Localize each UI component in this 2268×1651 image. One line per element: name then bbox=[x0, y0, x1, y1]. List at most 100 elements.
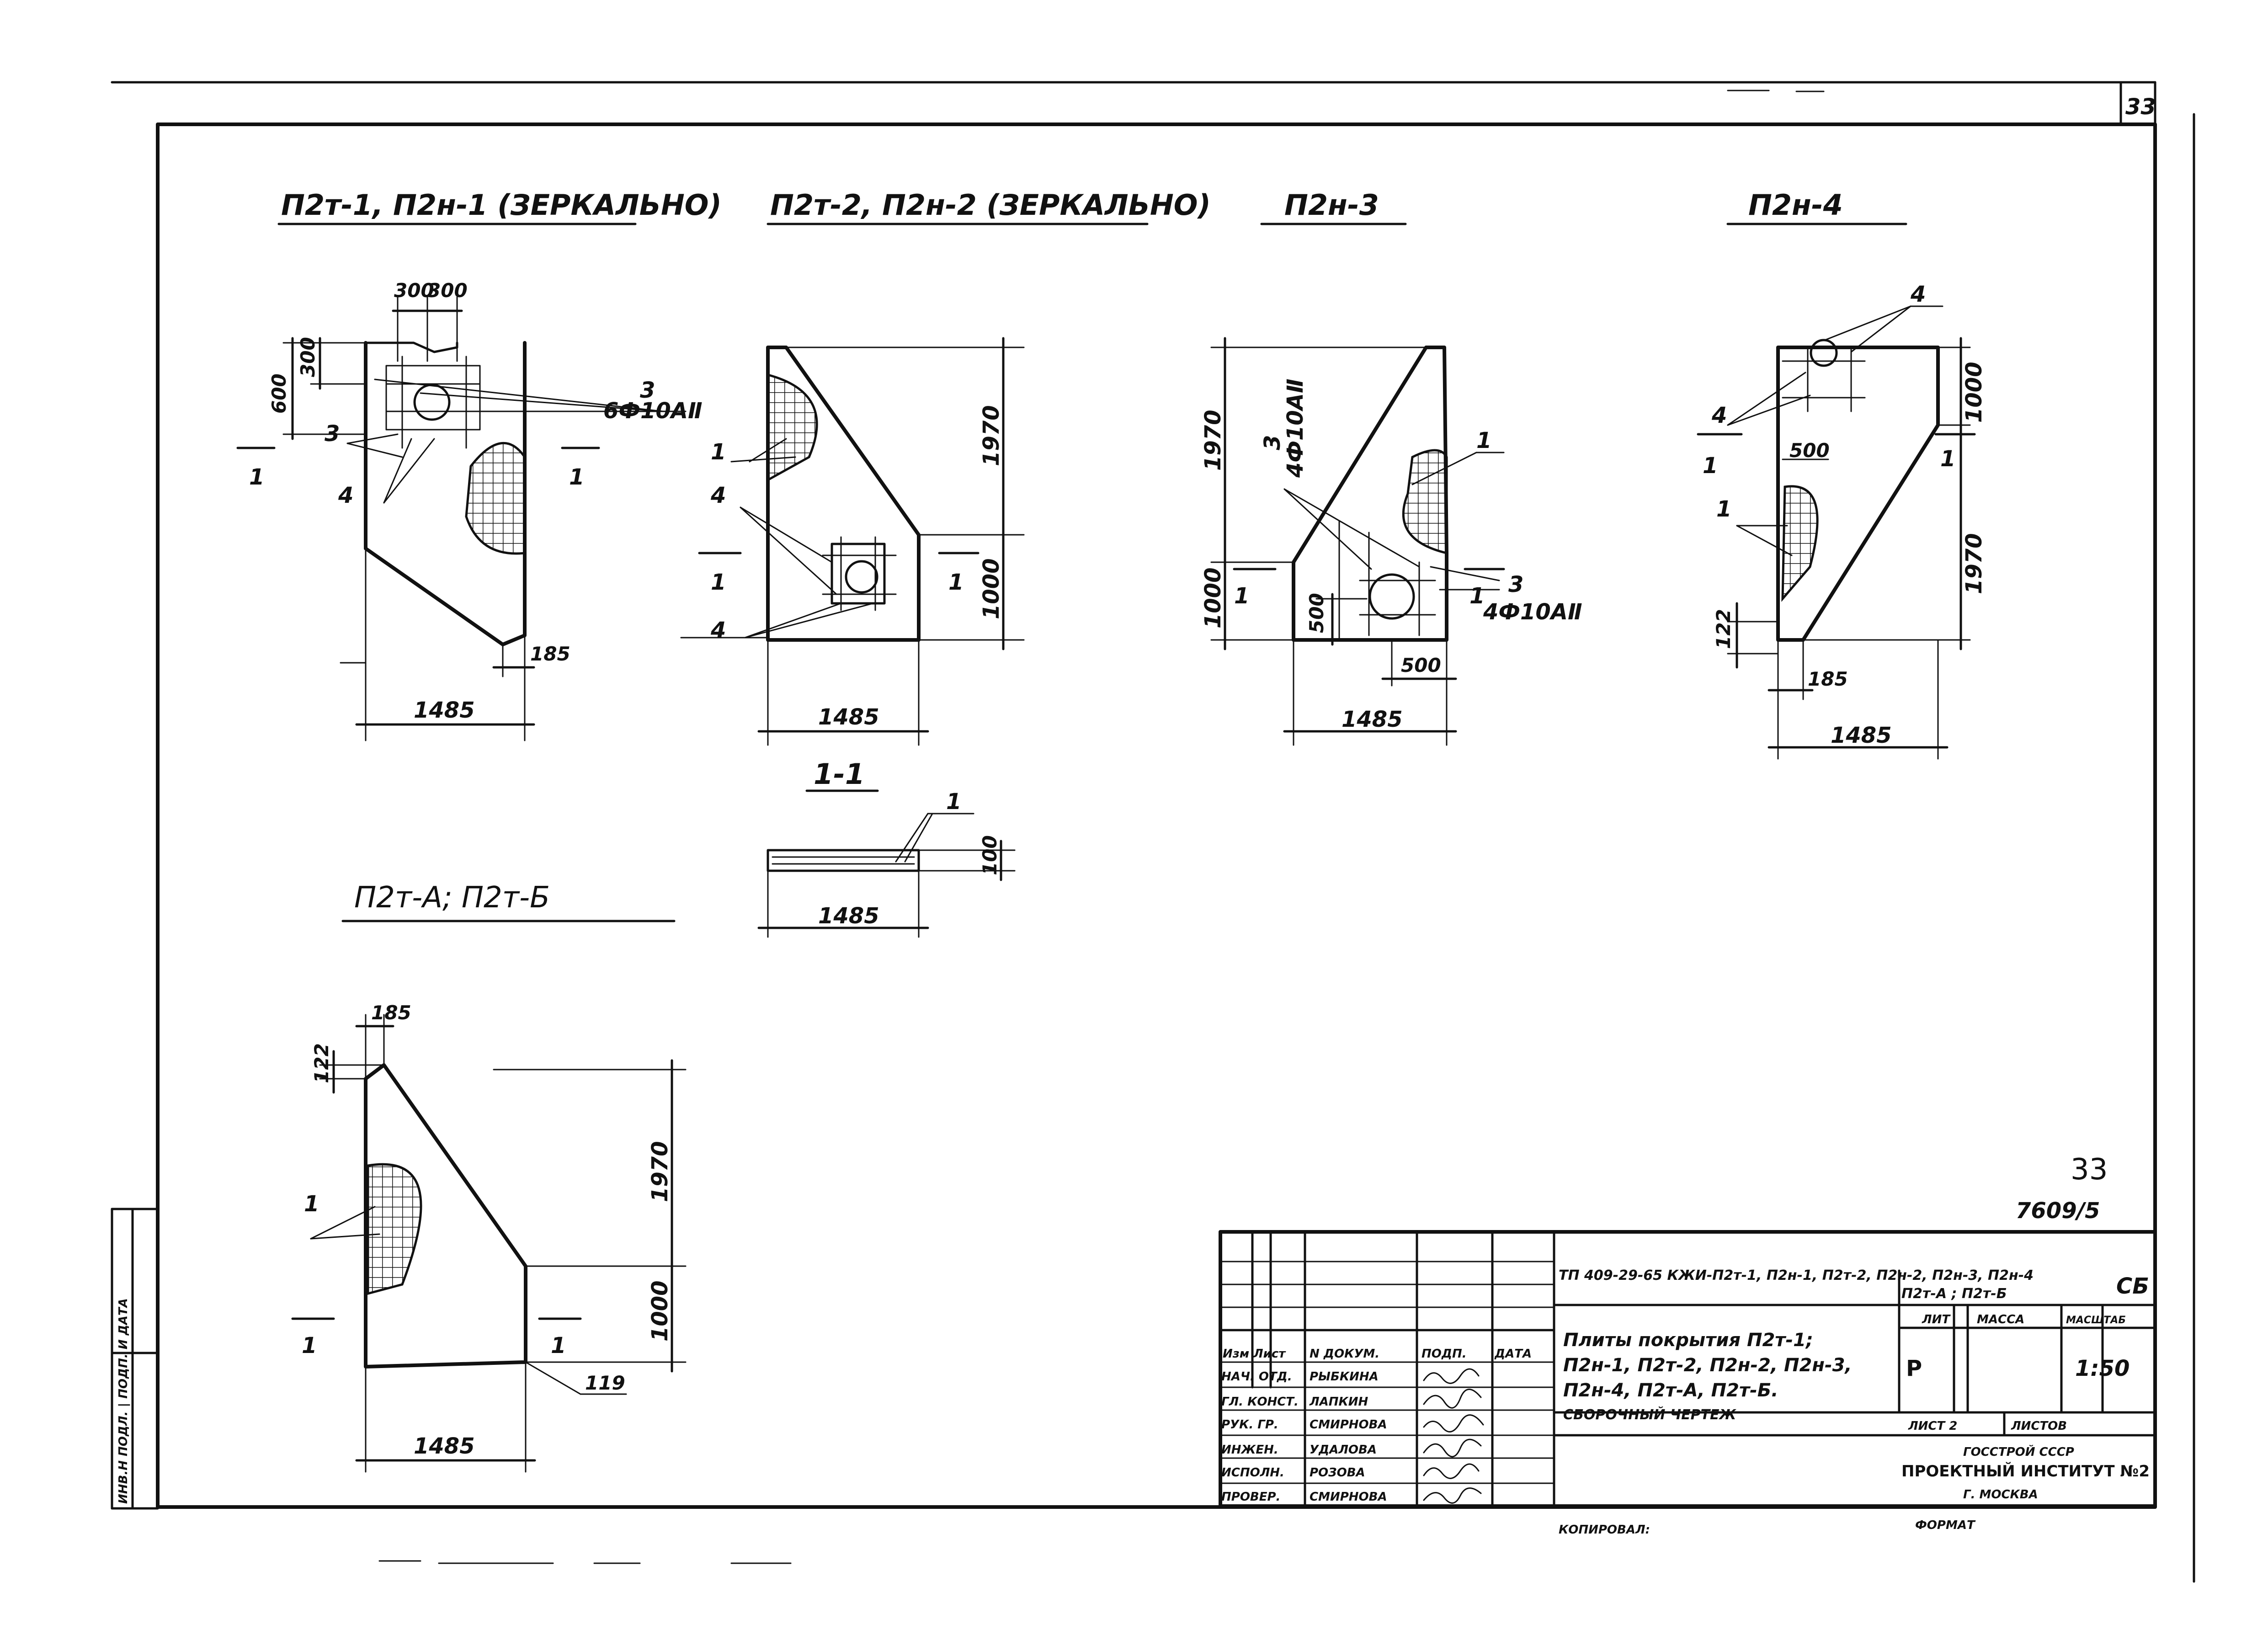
slab-p2t2-outline bbox=[680, 337, 1025, 746]
tb-hdr-list: Лист bbox=[1253, 1347, 1286, 1361]
v1-dim-1485: 1485 bbox=[414, 698, 475, 723]
v1-sec-right: 1 bbox=[569, 464, 584, 490]
tb-org-3: Г. МОСКВА bbox=[1963, 1488, 2038, 1502]
tb-code: ТП 409-29-65 КЖИ-П2т-1, П2н-1, П2т-2, П2… bbox=[1559, 1268, 2034, 1284]
slab-p2n4-outline bbox=[1697, 305, 1976, 760]
v3-dim-500a: 500 bbox=[1305, 593, 1328, 633]
tb-sheets-label: ЛИСТОВ bbox=[2011, 1419, 2067, 1433]
tb-role-1: НАЧ. ОТД. bbox=[1221, 1370, 1292, 1384]
v5-sec-right: 1 bbox=[551, 1333, 566, 1358]
v5-dim-1000: 1000 bbox=[647, 1280, 673, 1342]
section-dim-1485: 1485 bbox=[818, 903, 879, 929]
tb-title-1: Плиты покрытия П2т-1; bbox=[1563, 1330, 1813, 1351]
tb-name-6: СМИРНОВА bbox=[1310, 1490, 1387, 1504]
view5-title: П2т-А; П2т-Б bbox=[354, 881, 550, 915]
slab-p2t1-outline bbox=[236, 296, 687, 741]
v4-dim-122: 122 bbox=[1712, 609, 1735, 649]
margin-marks bbox=[378, 90, 1825, 1564]
v3-callout-1: 1 bbox=[1476, 428, 1491, 453]
v1-dim-185: 185 bbox=[530, 643, 570, 665]
doc-number: 7609/5 bbox=[2016, 1198, 2100, 1224]
v3-sec-right: 1 bbox=[1469, 583, 1485, 609]
v2-sec-left: 1 bbox=[711, 570, 726, 595]
v1-dim-300c: 300 bbox=[297, 337, 319, 377]
tb-code2: П2т-А ; П2т-Б bbox=[1901, 1286, 2007, 1302]
slab-p2n3-outline bbox=[1210, 337, 1505, 746]
tb-hdr-ndok: N ДОКУМ. bbox=[1310, 1347, 1379, 1361]
v4-dim-1485: 1485 bbox=[1831, 723, 1892, 748]
v2-callout-4a: 4 bbox=[710, 483, 726, 508]
tb-lit-value: Р bbox=[1906, 1356, 1922, 1381]
tb-role-2: ГЛ. КОНСТ. bbox=[1221, 1395, 1299, 1409]
format-label: ФОРМАТ bbox=[1915, 1518, 1976, 1532]
v5-dim-119: 119 bbox=[585, 1372, 625, 1394]
tb-scale-value: 1:50 bbox=[2075, 1356, 2130, 1381]
v3-dim-1000: 1000 bbox=[1200, 567, 1226, 628]
tb-role-5: ИСПОЛН. bbox=[1221, 1466, 1284, 1480]
view4-title: П2н-4 bbox=[1748, 188, 1843, 222]
v5-dim-1970: 1970 bbox=[647, 1141, 673, 1202]
v3-callout-3: 3 bbox=[1260, 435, 1285, 450]
view1-title: П2т-1, П2н-1 (ЗЕРКАЛЬНО) bbox=[281, 188, 722, 222]
v5-sec-left: 1 bbox=[302, 1333, 317, 1358]
v5-callout-1: 1 bbox=[304, 1191, 319, 1217]
tb-title-2: П2н-1, П2т-2, П2н-2, П2н-3, bbox=[1563, 1355, 1852, 1376]
tb-title-4: СБОРОЧНЫЙ ЧЕРТЕЖ bbox=[1563, 1406, 1737, 1423]
v1-callout-3b: 3 bbox=[325, 421, 340, 447]
v3-sec-left: 1 bbox=[1234, 583, 1249, 609]
tb-name-1: РЫБКИНА bbox=[1310, 1370, 1379, 1384]
v4-sec-left: 1 bbox=[1703, 453, 1718, 479]
tb-name-4: УДАЛОВА bbox=[1310, 1443, 1377, 1457]
v2-dim-1000: 1000 bbox=[979, 558, 1004, 619]
tb-mass-label: МАССА bbox=[1977, 1313, 2024, 1326]
v3-callout-3b: 3 bbox=[1508, 572, 1523, 597]
tb-role-6: ПРОВЕР. bbox=[1221, 1490, 1280, 1504]
tb-name-2: ЛАПКИН bbox=[1309, 1395, 1368, 1409]
tb-name-3: СМИРНОВА bbox=[1310, 1418, 1387, 1432]
page-number-bottom: 33 bbox=[2071, 1153, 2108, 1187]
signatures bbox=[1423, 1368, 1484, 1504]
v4-dim-185: 185 bbox=[1808, 668, 1848, 690]
v4-dim-500: 500 bbox=[1789, 439, 1830, 462]
v1-dim-300b: 300 bbox=[427, 279, 468, 302]
tb-scale-label: МАСШТАБ bbox=[2066, 1315, 2126, 1326]
section-dim-100: 100 bbox=[979, 835, 1001, 875]
v4-dim-1970: 1970 bbox=[1961, 533, 1987, 594]
tb-title-3: П2н-4, П2т-А, П2т-Б. bbox=[1563, 1380, 1778, 1401]
section-1-1-drawing bbox=[757, 813, 1016, 938]
tb-hdr-podp: ПОДП. bbox=[1421, 1347, 1467, 1361]
v1-dim-300a: 300 bbox=[394, 279, 434, 302]
v1-callout-4: 4 bbox=[338, 483, 353, 508]
sheet-frame bbox=[111, 81, 2195, 1583]
v5-dim-122: 122 bbox=[310, 1043, 333, 1083]
tb-org-2: ПРОЕКТНЫЙ ИНСТИТУТ №2 bbox=[1901, 1462, 2150, 1481]
tb-hdr-data: ДАТА bbox=[1494, 1347, 1532, 1361]
v4-callout-1: 1 bbox=[1716, 496, 1731, 522]
v3-rebar-b: 4Ф10АⅡ bbox=[1483, 599, 1582, 625]
v3-dim-1970: 1970 bbox=[1200, 410, 1226, 471]
tb-role-3: РУК. ГР. bbox=[1221, 1418, 1278, 1432]
v2-callout-4b: 4 bbox=[710, 618, 726, 643]
v4-sec-right: 1 bbox=[1940, 446, 1955, 472]
tb-code-suffix: СБ bbox=[2116, 1273, 2149, 1299]
view2-title: П2т-2, П2н-2 (ЗЕРКАЛЬНО) bbox=[770, 188, 1211, 222]
v1-rebar: 6Ф10АⅡ bbox=[603, 398, 703, 424]
v4-dim-1000: 1000 bbox=[1961, 362, 1987, 423]
section-callout-1: 1 bbox=[946, 789, 961, 815]
side-stamp-text: ИНВ.Н ПОДЛ. | ПОДП. И ДАТА bbox=[117, 1298, 130, 1504]
view3-title: П2н-3 bbox=[1284, 188, 1379, 222]
tb-org-1: ГОССТРОЙ СССР bbox=[1963, 1444, 2074, 1459]
v3-rebar-a: 4Ф10АⅡ bbox=[1283, 378, 1308, 478]
v5-dim-185: 185 bbox=[371, 1001, 411, 1024]
v5-dim-1485: 1485 bbox=[414, 1433, 475, 1459]
tb-lit-label: ЛИТ bbox=[1922, 1313, 1951, 1326]
v2-dim-1970: 1970 bbox=[979, 405, 1004, 466]
page-number: 33 bbox=[2125, 94, 2156, 120]
v3-dim-500b: 500 bbox=[1401, 654, 1441, 676]
v1-callout-3: 3 bbox=[640, 378, 655, 403]
v4-callout-4b: 4 bbox=[1711, 403, 1727, 428]
tb-hdr-izm: Изм bbox=[1223, 1347, 1249, 1361]
v1-sec-left: 1 bbox=[249, 464, 264, 490]
side-stamp bbox=[111, 1208, 159, 1510]
